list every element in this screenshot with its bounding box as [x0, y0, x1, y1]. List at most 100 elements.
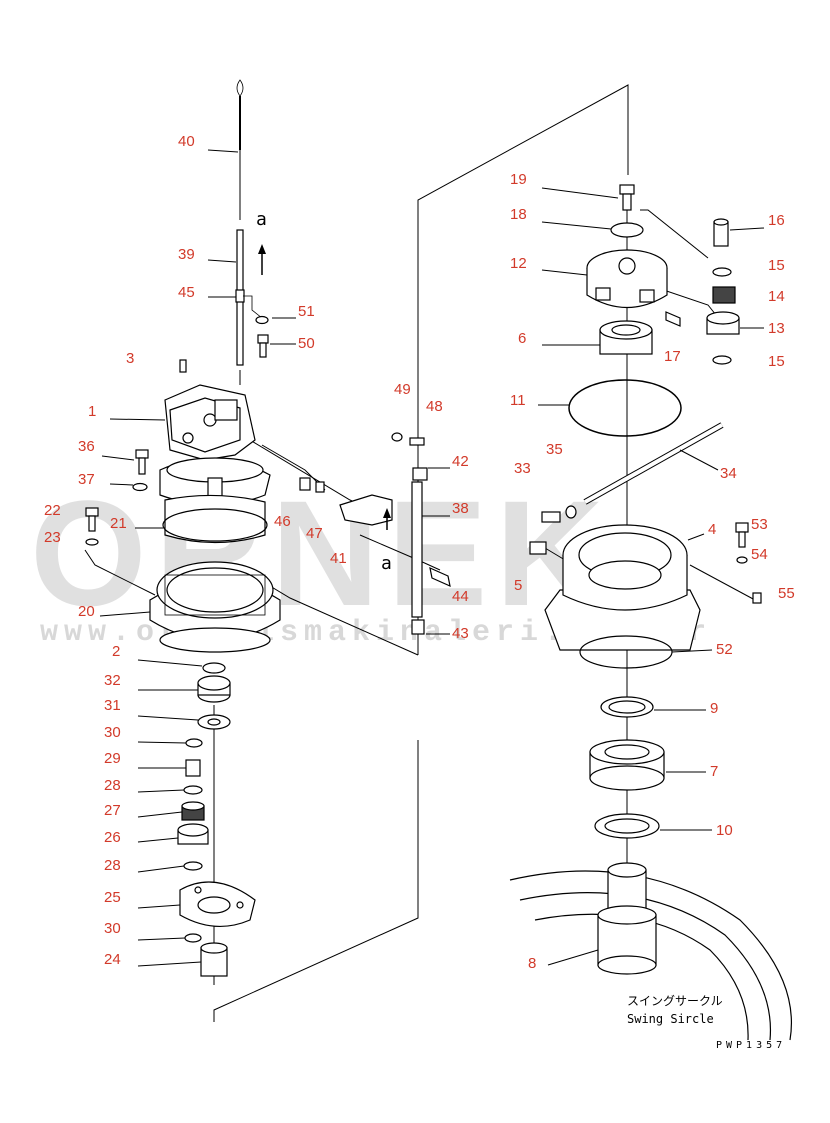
- bolt-53: [735, 522, 749, 548]
- washer-15-upper: [712, 267, 732, 277]
- callout-5: 5: [514, 577, 522, 594]
- swing-circle-label-en: Swing Sircle: [627, 1012, 714, 1026]
- leader-line: [137, 961, 202, 967]
- washer-23: [85, 538, 99, 546]
- callout-19: 19: [510, 171, 527, 188]
- fitting-5: [529, 541, 547, 555]
- plug-44: [429, 566, 451, 588]
- seal-10: [594, 813, 660, 839]
- callout-11: 11: [510, 392, 526, 409]
- leader-line: [137, 837, 179, 843]
- callout-6: 6: [518, 330, 526, 347]
- callout-34: 34: [720, 465, 737, 482]
- callout-15: 15: [768, 353, 785, 370]
- callout-9: 9: [710, 700, 718, 717]
- bearing-27: [181, 801, 205, 821]
- clip-49: [391, 432, 403, 442]
- leader-lines: [99, 149, 765, 967]
- callout-8: 8: [528, 955, 536, 972]
- callout-54: 54: [751, 546, 768, 563]
- callout-2: 2: [112, 643, 120, 660]
- callout-4: 4: [708, 521, 716, 538]
- pin-29: [185, 759, 201, 777]
- callout-37: 37: [78, 471, 95, 488]
- callout-33: 33: [514, 460, 531, 477]
- rod-40: [236, 79, 244, 150]
- washer-28-lower: [183, 861, 203, 871]
- arrow-a-upper: a: [256, 209, 267, 275]
- callout-35: 35: [546, 441, 563, 458]
- callout-45: 45: [178, 284, 195, 301]
- washer-54: [736, 556, 748, 564]
- gear-26: [177, 823, 209, 845]
- callout-29: 29: [104, 750, 121, 767]
- leader-line: [99, 611, 151, 617]
- callout-30: 30: [104, 920, 121, 937]
- plug-35: [565, 505, 577, 519]
- housing-4: [544, 524, 701, 651]
- callout-55: 55: [778, 585, 795, 602]
- callout-13: 13: [768, 320, 785, 337]
- leader-line: [137, 904, 181, 909]
- callout-38: 38: [452, 500, 469, 517]
- bolt-48: [409, 437, 425, 446]
- callout-21: 21: [110, 515, 127, 532]
- callout-28: 28: [104, 777, 121, 794]
- leader-line: [137, 811, 183, 818]
- tube-34: [583, 422, 724, 505]
- pin-16: [713, 218, 729, 247]
- bolt-22: [85, 507, 99, 532]
- callout-28: 28: [104, 857, 121, 874]
- callout-20: 20: [78, 603, 95, 620]
- callout-27: 27: [104, 802, 121, 819]
- callout-3: 3: [126, 350, 134, 367]
- diagram-code: PWP1357: [716, 1040, 786, 1051]
- swing-circle-label-jp: スイングサークル: [627, 994, 723, 1008]
- snap-ring-2: [202, 662, 226, 674]
- callout-31: 31: [104, 697, 121, 714]
- callout-12: 12: [510, 255, 527, 272]
- swing-motor-1: [159, 359, 271, 544]
- callout-14: 14: [768, 288, 785, 305]
- arrow-a-lower-label: a: [381, 553, 392, 574]
- leader-line: [541, 187, 619, 199]
- callout-49: 49: [394, 381, 411, 398]
- leader-line: [109, 418, 166, 421]
- leader-line: [541, 269, 588, 276]
- gear-6: [599, 320, 653, 355]
- ring-gear-20: [149, 561, 281, 653]
- plug-55: [752, 592, 762, 604]
- bracket-41: [339, 494, 393, 530]
- callout-39: 39: [178, 246, 195, 263]
- gear-32: [197, 675, 231, 703]
- callout-15: 15: [768, 257, 785, 274]
- seal-9: [600, 696, 654, 718]
- rod-39: [235, 229, 263, 366]
- callout-44: 44: [452, 588, 469, 605]
- callout-10: 10: [716, 822, 733, 839]
- callout-51: 51: [298, 303, 315, 320]
- elbow-42: [412, 467, 428, 481]
- carrier-25: [179, 881, 256, 928]
- callout-53: 53: [751, 516, 768, 533]
- washer-28-upper: [183, 785, 203, 795]
- watermark-logo: ORNEK: [30, 469, 612, 637]
- leader-line: [137, 715, 199, 721]
- tube-38: [411, 481, 423, 618]
- callout-26: 26: [104, 829, 121, 846]
- part-46: [299, 477, 311, 491]
- leader-line: [671, 649, 713, 653]
- leader-line: [101, 455, 135, 461]
- pin-17: [665, 311, 681, 327]
- callout-1: 1: [88, 403, 96, 420]
- o-ring-21: [162, 508, 268, 542]
- leader-line: [137, 937, 186, 941]
- callout-17: 17: [664, 348, 681, 365]
- bolt-19: [619, 184, 635, 211]
- callout-43: 43: [452, 625, 469, 642]
- o-ring-11: [568, 379, 682, 437]
- leader-line: [547, 949, 599, 966]
- washer-15-lower: [712, 355, 732, 365]
- callout-23: 23: [44, 529, 61, 546]
- callout-40: 40: [178, 133, 195, 150]
